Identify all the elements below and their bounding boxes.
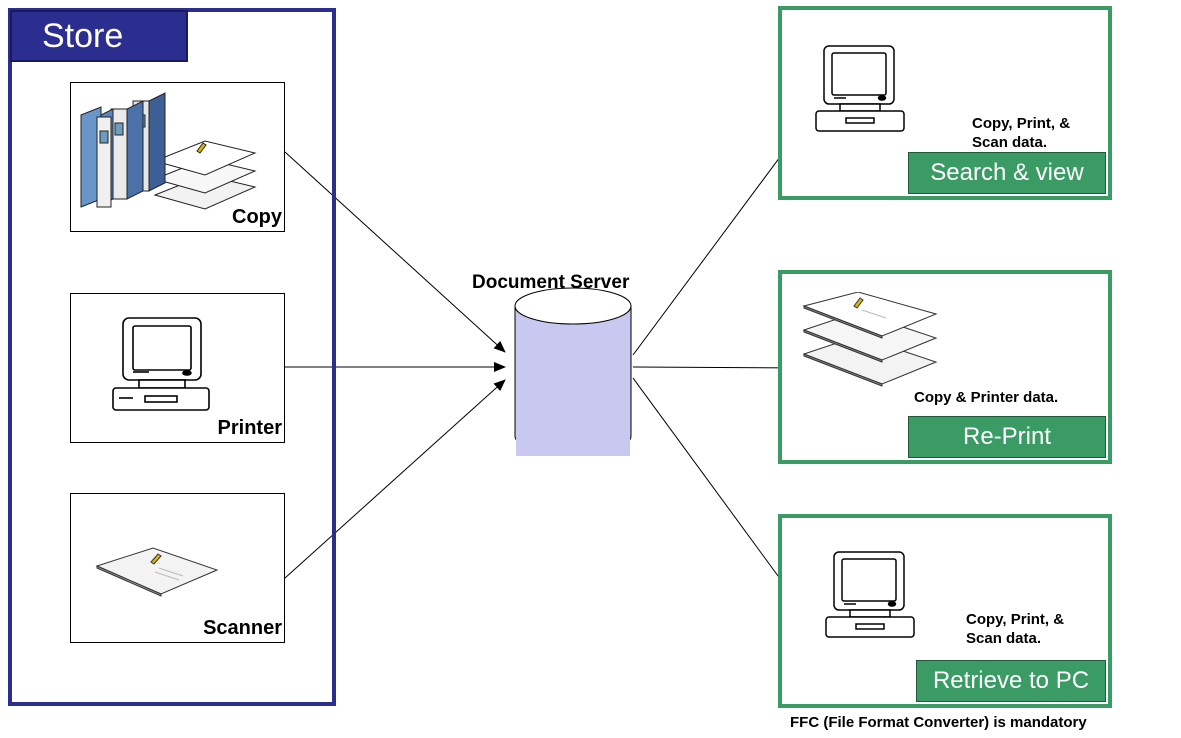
arrow-copy-to-server (284, 151, 506, 353)
arrow-server-to-search (632, 125, 804, 356)
computer-icon (112, 317, 210, 411)
binders-and-documents-icon (80, 92, 257, 210)
retrieve-pc-frame: Copy, Print, & Scan data. Retrieve to PC (778, 514, 1112, 708)
search-view-frame: Copy, Print, & Scan data. Search & view (778, 6, 1112, 200)
search-view-note: Copy, Print, & Scan data. (972, 115, 1071, 151)
reprint-frame: Copy & Printer data. Re-Print (778, 270, 1112, 464)
scanner-source-box: Scanner (70, 493, 285, 643)
scanner-label: Scanner (203, 617, 282, 639)
retrieve-pc-button[interactable]: Retrieve to PC (916, 660, 1106, 702)
search-view-button[interactable]: Search & view (908, 152, 1106, 194)
printer-label: Printer (217, 417, 282, 439)
printer-source-box: Printer (70, 293, 285, 443)
stacked-documents-icon (802, 292, 938, 387)
copy-label: Copy (232, 206, 282, 228)
database-cylinder-icon (514, 287, 632, 456)
copy-source-box: Copy (70, 82, 285, 232)
document-icon (95, 547, 219, 597)
document-server-label: Document Server (472, 272, 630, 293)
footer-note: FFC (File Format Converter) is mandatory (790, 714, 1087, 731)
reprint-button[interactable]: Re-Print (908, 416, 1106, 458)
arrow-server-to-retrieve (632, 377, 804, 611)
arrow-scanner-to-server (284, 379, 506, 579)
reprint-note: Copy & Printer data. (914, 389, 1059, 406)
computer-icon (825, 551, 915, 638)
retrieve-pc-note: Copy, Print, & Scan data. (966, 611, 1065, 647)
computer-icon (815, 45, 905, 132)
store-title: Store (10, 10, 188, 62)
